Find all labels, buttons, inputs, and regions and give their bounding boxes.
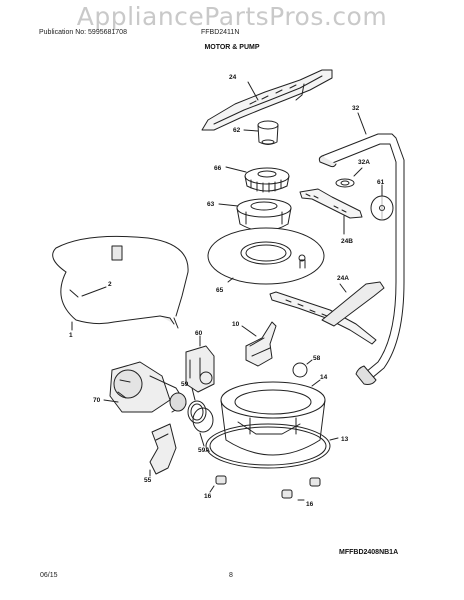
model-number: FFBD2411N — [201, 29, 240, 36]
part-mid-spray-arm — [299, 188, 363, 235]
callout-32: 32 — [352, 105, 360, 112]
part-motor — [103, 361, 187, 413]
callout-70: 70 — [93, 397, 101, 404]
part-upper-spray-arm — [201, 69, 333, 131]
diagram-code: MFFBD2408NB1A — [339, 549, 399, 556]
callout-16-right: 16 — [306, 501, 314, 508]
part-gasket — [205, 423, 339, 469]
callout-61: 61 — [377, 179, 385, 186]
part-foot-16b — [281, 477, 321, 501]
callout-66: 66 — [214, 165, 222, 172]
part-lower-spray-arm — [269, 281, 385, 345]
callout-24: 24 — [229, 74, 237, 81]
callout-59a: 59A — [198, 447, 210, 454]
callout-58: 58 — [313, 355, 321, 362]
callout-62: 62 — [233, 127, 241, 134]
part-bracket — [149, 423, 177, 477]
callout-24b: 24B — [341, 238, 353, 245]
callout-60: 60 — [195, 330, 203, 337]
part-pump-cover — [218, 198, 292, 232]
part-sump-plate — [207, 227, 325, 285]
callout-16-left: 16 — [204, 493, 212, 500]
part-sump — [220, 379, 326, 456]
callout-55: 55 — [144, 477, 152, 484]
part-disc-61 — [370, 184, 394, 221]
callout-14: 14 — [320, 374, 328, 381]
callout-2: 2 — [108, 281, 112, 288]
footer-date: 06/15 — [40, 572, 58, 579]
callout-65: 65 — [216, 287, 224, 294]
watermark: AppliancePartsPros.com — [76, 2, 388, 31]
callout-63: 63 — [207, 201, 215, 208]
publication-number: Publication No: 5995681708 — [39, 29, 127, 36]
part-nozzle — [243, 120, 279, 145]
callout-32a: 32A — [358, 159, 370, 166]
part-ring-32a — [335, 167, 363, 188]
part-seal-59 — [187, 387, 207, 424]
part-heater — [52, 235, 189, 331]
part-foot-16a — [209, 475, 227, 493]
page-number: 8 — [229, 572, 233, 579]
callout-1: 1 — [69, 332, 73, 339]
callout-24a: 24A — [337, 275, 349, 282]
part-drain-pump — [185, 335, 215, 393]
callout-10: 10 — [232, 321, 240, 328]
part-diverter — [241, 321, 277, 367]
callout-13: 13 — [341, 436, 349, 443]
part-filter — [225, 166, 290, 193]
part-seal-59a — [192, 407, 214, 447]
callout-59: 59 — [181, 381, 189, 388]
part-upper-spray-tube — [318, 112, 405, 385]
section-title: MOTOR & PUMP — [204, 44, 260, 51]
part-ball-58 — [292, 359, 313, 378]
